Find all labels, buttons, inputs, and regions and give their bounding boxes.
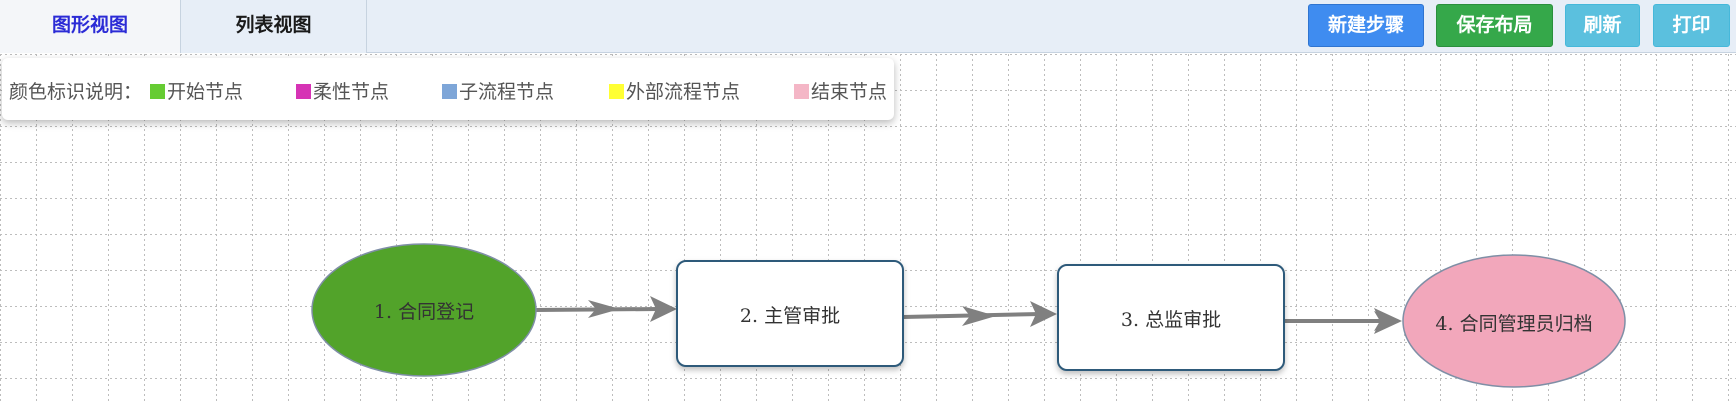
node-1-ellipse[interactable]: [311, 243, 537, 377]
legend-item-start: 开始节点: [150, 77, 243, 104]
legend-label-flexible: 柔性节点: [313, 81, 390, 103]
node-3-label: 3. 总监审批: [1120, 309, 1222, 331]
node-2-label: 2. 主管审批: [739, 305, 841, 327]
save-layout-button[interactable]: 保存布局: [1436, 4, 1553, 47]
legend-label-external: 外部流程节点: [626, 81, 741, 103]
legend-item-end: 结束节点: [794, 77, 887, 104]
legend-swatch-flexible: [296, 84, 311, 99]
legend-item-external: 外部流程节点: [609, 77, 740, 104]
legend-label-subprocess: 子流程节点: [459, 81, 555, 103]
legend-item-flexible: 柔性节点: [296, 77, 389, 104]
legend-swatch-end: [794, 84, 809, 99]
color-legend-panel: 颜色标识说明： 开始节点 柔性节点 子流程节点 外部流程节点 结束节点: [2, 58, 894, 120]
tab-graph-view[interactable]: 图形视图: [0, 0, 181, 53]
legend-swatch-start: [150, 84, 165, 99]
node-2-rect[interactable]: [676, 260, 904, 367]
node-4-ellipse[interactable]: [1402, 254, 1626, 388]
edge-1-2[interactable]: [535, 296, 677, 322]
node-3-rect[interactable]: [1057, 264, 1285, 371]
new-step-button[interactable]: 新建步骤: [1308, 4, 1424, 47]
edge-2-3[interactable]: [902, 301, 1057, 327]
legend-item-subprocess: 子流程节点: [442, 77, 554, 104]
top-toolbar: 图形视图 列表视图 新建步骤 保存布局 刷新 打印: [0, 0, 1736, 53]
legend-title: 颜色标识说明：: [9, 81, 143, 103]
legend-label-start: 开始节点: [167, 81, 244, 103]
refresh-button[interactable]: 刷新: [1565, 4, 1640, 47]
legend-label-end: 结束节点: [811, 81, 888, 103]
node-1-label: 1. 合同登记: [373, 301, 475, 323]
legend-swatch-subprocess: [442, 84, 457, 99]
edge-3-4[interactable]: [1285, 308, 1402, 334]
node-4-label: 4. 合同管理员归档: [1435, 313, 1593, 335]
legend-swatch-external: [609, 84, 624, 99]
print-button[interactable]: 打印: [1653, 4, 1730, 47]
tab-list-view[interactable]: 列表视图: [181, 0, 367, 53]
